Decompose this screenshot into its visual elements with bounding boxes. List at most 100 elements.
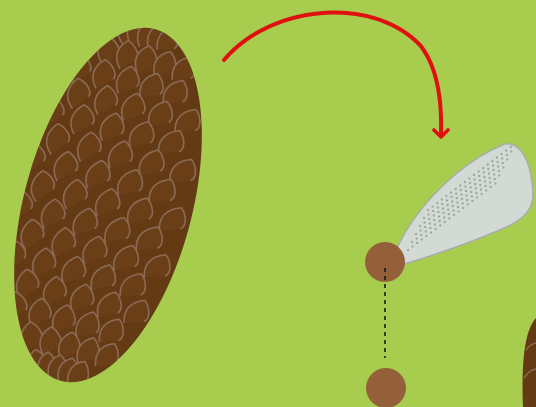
wing-dot: [484, 180, 486, 182]
wing-dot: [492, 164, 494, 166]
wing-dot: [441, 198, 443, 200]
wing-dot: [459, 184, 461, 186]
wing-dot: [428, 213, 430, 215]
wing-dot: [419, 225, 421, 227]
wing-dot: [464, 181, 466, 183]
wing-dot: [432, 205, 434, 207]
wing-dot: [483, 176, 485, 178]
wing-dot: [450, 191, 452, 193]
wing-dot: [437, 206, 439, 208]
wing-dot: [466, 199, 468, 201]
wing-dot: [448, 217, 450, 219]
wing-dot: [424, 226, 426, 228]
wing-dot: [462, 202, 464, 204]
wing-dot: [447, 208, 449, 210]
wing-dot: [497, 165, 499, 167]
wing-dot: [436, 202, 438, 204]
wing-dot: [475, 192, 477, 194]
wing-dot: [493, 173, 495, 175]
wing-dot: [497, 161, 499, 163]
wing-dot: [447, 204, 449, 206]
wing-dot: [428, 218, 430, 220]
wing-dot: [416, 237, 418, 239]
wing-dot: [489, 177, 491, 179]
wing-dot: [510, 146, 512, 148]
wing-dot: [427, 209, 429, 211]
wing-dot: [455, 192, 457, 194]
wing-dot: [496, 156, 498, 158]
wing-dot: [452, 209, 454, 211]
wing-dot: [505, 149, 507, 151]
wing-dot: [411, 241, 413, 243]
wing-dot: [494, 182, 496, 184]
wing-dot: [473, 174, 475, 176]
wing-dot: [464, 185, 466, 187]
wing-dot: [444, 221, 446, 223]
wing-dot: [452, 205, 454, 207]
wing-dot: [439, 220, 441, 222]
wing-dot: [461, 198, 463, 200]
wing-dot: [478, 175, 480, 177]
wing-dot: [501, 153, 503, 155]
wing-dot: [416, 242, 418, 244]
wing-dot: [471, 195, 473, 197]
wing-dot: [420, 234, 422, 236]
wing-dot: [421, 238, 423, 240]
wing-dot: [438, 215, 440, 217]
wing-dot: [494, 178, 496, 180]
wing-dot: [490, 186, 492, 188]
wing-dot: [451, 200, 453, 202]
wing-dot: [443, 216, 445, 218]
wing-dot: [471, 200, 473, 202]
wing-dot: [485, 189, 487, 191]
wing-dot: [487, 163, 489, 165]
wing-dot: [429, 222, 431, 224]
wing-dot: [501, 157, 503, 159]
wing-dot: [470, 191, 472, 193]
wing-dot: [469, 182, 471, 184]
wing-dot: [433, 214, 435, 216]
wing-dot: [415, 233, 417, 235]
wing-dot: [474, 178, 476, 180]
wing-dot: [453, 214, 455, 216]
wing-dot: [425, 235, 427, 237]
wing-dot: [423, 217, 425, 219]
wing-dot: [481, 193, 483, 195]
wing-dot: [448, 213, 450, 215]
wing-dot: [467, 203, 469, 205]
wing-dot: [475, 187, 477, 189]
wing-dot: [493, 169, 495, 171]
wing-dot: [483, 171, 485, 173]
wing-dot: [445, 195, 447, 197]
wing-dot: [502, 166, 504, 168]
wing-dot: [479, 179, 481, 181]
wing-dot: [429, 227, 431, 229]
wing-dot: [470, 186, 472, 188]
wing-dot: [407, 249, 409, 251]
wing-dot: [502, 162, 504, 164]
wing-dot: [506, 158, 508, 160]
wing-dot: [424, 221, 426, 223]
wing-dot: [434, 223, 436, 225]
wing-dot: [439, 224, 441, 226]
wing-dot: [510, 150, 512, 152]
wing-dot: [451, 196, 453, 198]
wing-dot: [498, 170, 500, 172]
wing-dot: [442, 207, 444, 209]
wing-dot: [480, 188, 482, 190]
wing-dot: [457, 206, 459, 208]
wing-dot: [498, 174, 500, 176]
wing-dot: [446, 199, 448, 201]
wing-dot: [432, 210, 434, 212]
wing-dot: [455, 188, 457, 190]
wing-dot: [465, 190, 467, 192]
wing-dot: [479, 184, 481, 186]
wing-dot: [441, 203, 443, 205]
wing-dot: [433, 219, 435, 221]
wing-dot: [488, 172, 490, 174]
wing-dot: [425, 230, 427, 232]
wing-dot: [478, 170, 480, 172]
wing-dot: [456, 201, 458, 203]
wing-dot: [485, 185, 487, 187]
